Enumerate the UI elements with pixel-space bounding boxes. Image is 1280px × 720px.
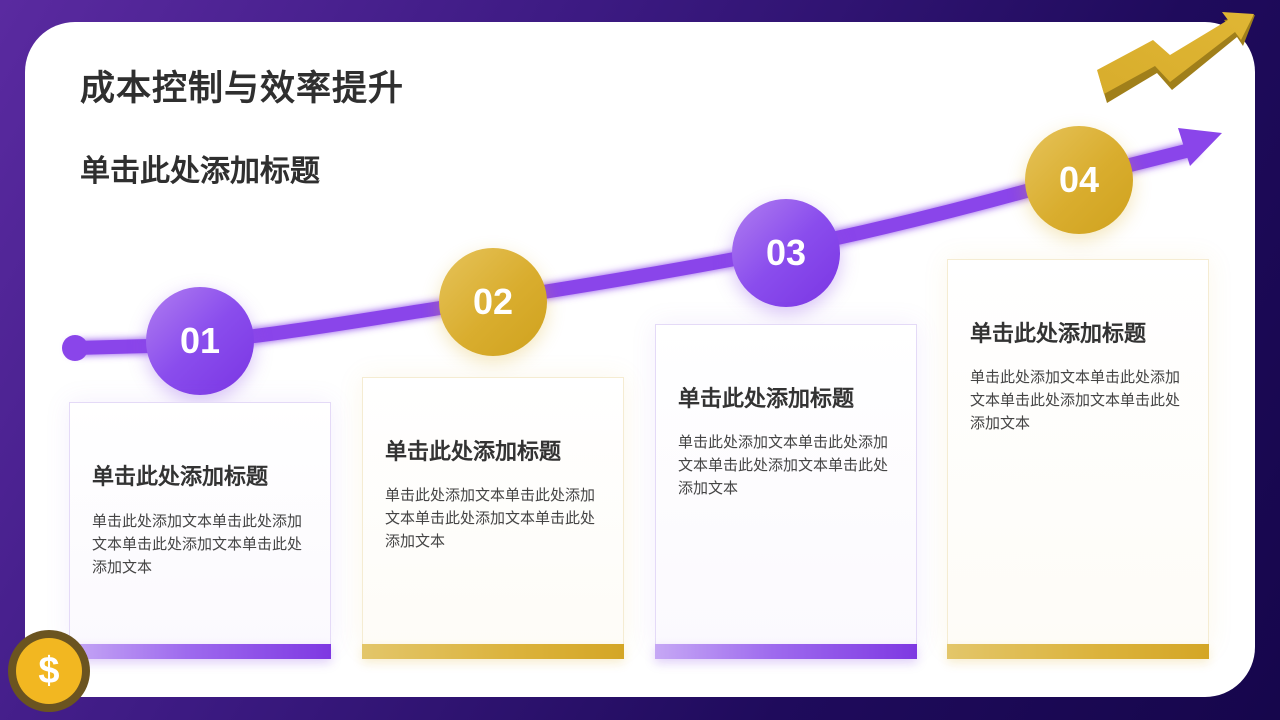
card-body[interactable]: 单击此处添加文本单击此处添加文本单击此处添加文本单击此处添加文本 — [970, 369, 1181, 432]
step-card-04[interactable]: 单击此处添加标题 单击此处添加文本单击此处添加文本单击此处添加文本单击此处添加文… — [947, 259, 1209, 647]
card-accent-bar — [947, 644, 1209, 659]
card-accent-bar — [655, 644, 917, 659]
step-number: 03 — [765, 232, 807, 273]
card-title[interactable]: 单击此处添加标题 — [385, 439, 562, 464]
step-badge-03: 03 — [732, 199, 840, 307]
card-accent-bar — [69, 644, 331, 659]
slide-title: 成本控制与效率提升 — [80, 69, 405, 108]
curve-start-dot — [62, 335, 88, 361]
zigzag-up-arrow-icon — [1097, 12, 1255, 103]
card-body[interactable]: 单击此处添加文本单击此处添加文本单击此处添加文本单击此处添加文本 — [92, 513, 303, 576]
step-number: 04 — [1058, 159, 1100, 200]
card-accent-bar — [362, 644, 624, 659]
step-badge-04: 04 — [1025, 126, 1133, 234]
card-title[interactable]: 单击此处添加标题 — [970, 321, 1147, 346]
card-body[interactable]: 单击此处添加文本单击此处添加文本单击此处添加文本单击此处添加文本 — [678, 434, 889, 497]
step-card-03[interactable]: 单击此处添加标题 单击此处添加文本单击此处添加文本单击此处添加文本单击此处添加文… — [655, 324, 917, 647]
step-badge-02: 02 — [439, 248, 547, 356]
step-number: 02 — [472, 281, 514, 322]
step-card-02[interactable]: 单击此处添加标题 单击此处添加文本单击此处添加文本单击此处添加文本单击此处添加文… — [362, 377, 624, 647]
step-number: 01 — [179, 320, 221, 361]
step-badge-01: 01 — [146, 287, 254, 395]
curve-arrowhead-icon — [1178, 128, 1222, 166]
card-title[interactable]: 单击此处添加标题 — [678, 386, 855, 411]
slide-subtitle: 单击此处添加标题 — [80, 155, 320, 188]
step-card-01[interactable]: 单击此处添加标题 单击此处添加文本单击此处添加文本单击此处添加文本单击此处添加文… — [69, 402, 331, 647]
card-title[interactable]: 单击此处添加标题 — [92, 464, 269, 489]
dollar-sign-icon: $ — [16, 638, 82, 704]
card-body[interactable]: 单击此处添加文本单击此处添加文本单击此处添加文本单击此处添加文本 — [385, 487, 596, 550]
dollar-coin-icon: $ — [8, 630, 90, 712]
